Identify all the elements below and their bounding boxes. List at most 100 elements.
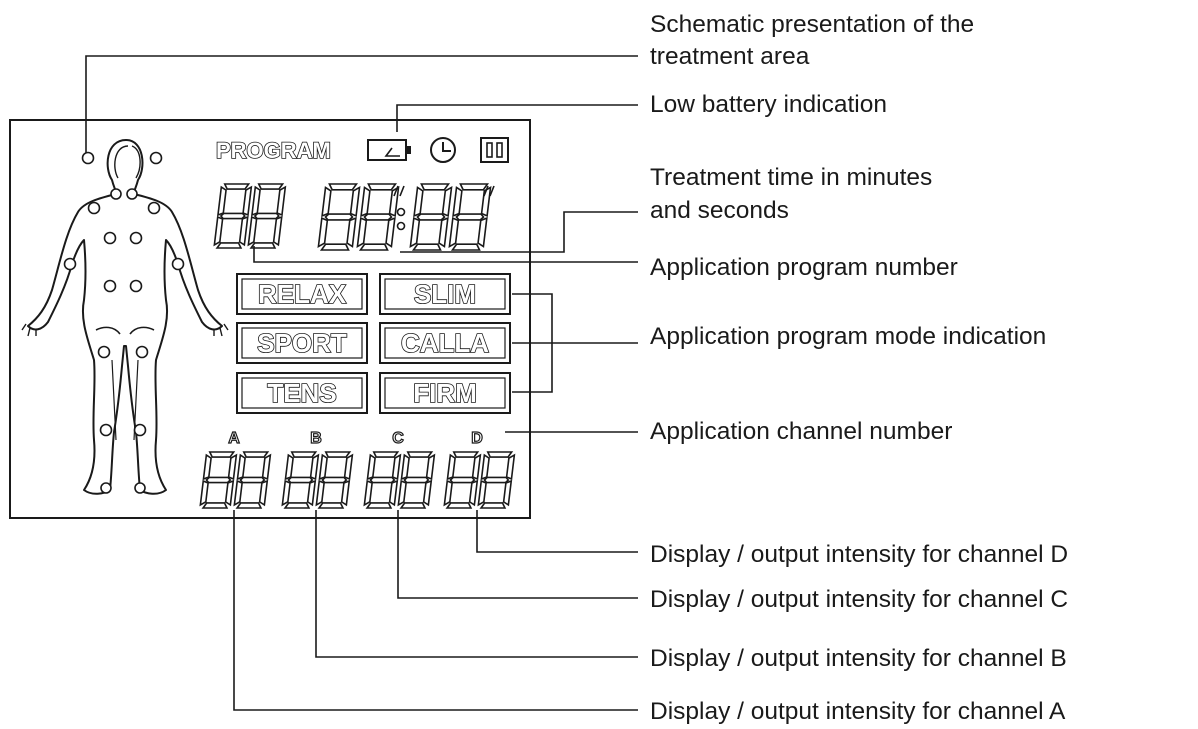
program-digit [213, 183, 253, 249]
digit-segment [449, 476, 476, 484]
digit-segment [505, 453, 516, 481]
digit-segment [360, 186, 371, 218]
channel-c-label: C [392, 430, 404, 447]
digit-segment [369, 476, 396, 484]
mode-slim: SLIM [414, 279, 476, 309]
digit-segment [455, 213, 485, 221]
digit-segment [385, 216, 396, 248]
digit-segment [223, 183, 251, 190]
treatment-dot [103, 279, 117, 293]
digit-segment [287, 476, 314, 484]
minutes-digit [317, 183, 361, 251]
treatment-dot [100, 482, 112, 494]
digit-segment [450, 243, 481, 251]
mode-tens-box: TENS [236, 372, 368, 414]
digit-segment [409, 217, 421, 248]
digit-segment [219, 212, 246, 220]
digit-segment [201, 502, 229, 509]
digit-segment [319, 243, 350, 251]
digit-segment [328, 183, 359, 191]
leader-treatment-area [85, 55, 638, 153]
mode-relax: RELAX [258, 279, 347, 309]
treatment-dot [81, 151, 95, 165]
digit-segment [367, 183, 398, 191]
digit-segment [443, 479, 453, 507]
digit-segment [416, 213, 446, 221]
digit-segment [349, 186, 361, 217]
digit-segment [477, 216, 488, 248]
digit-segment [400, 453, 410, 481]
digit-segment [205, 476, 232, 484]
digit-segment [315, 479, 325, 507]
channel-d-digit [443, 451, 482, 509]
leader-intensity-b [315, 510, 638, 658]
treatment-dot [129, 279, 143, 293]
digit-segment [448, 217, 460, 248]
digit-segment [388, 479, 399, 507]
treatment-dot [110, 188, 122, 200]
digit-segment [479, 502, 507, 509]
digit-segment [249, 242, 277, 249]
treatment-dot [129, 231, 143, 245]
digit-segment [324, 451, 352, 458]
channel-a-digit [233, 451, 272, 509]
battery-icon [367, 139, 411, 161]
digit-segment [215, 242, 243, 249]
annotation-intensity-d: Display / output intensity for channel D [650, 541, 1069, 568]
treatment-dot [126, 188, 138, 200]
digit-segment [281, 479, 291, 507]
digit-segment [358, 243, 389, 251]
digit-segment [486, 451, 514, 458]
treatment-dot [135, 345, 149, 359]
digit-segment [238, 215, 249, 247]
seconds-digit [409, 183, 453, 251]
digit-segment [261, 453, 272, 481]
treatment-dot [97, 345, 111, 359]
digit-segment [321, 476, 348, 484]
digit-segment [321, 186, 332, 218]
mode-firm: FIRM [413, 378, 477, 408]
annotation-treatment-time-line2: and seconds [650, 197, 789, 224]
annotation-treatment-area-line1: Schematic presentation of the [650, 11, 975, 38]
mode-tens: TENS [267, 378, 336, 408]
digit-segment [438, 216, 449, 248]
channel-d-label: D [471, 430, 483, 447]
digit-segment [247, 215, 258, 247]
channel-a-digit [199, 451, 238, 509]
digit-segment [324, 213, 354, 221]
digit-segment [413, 186, 424, 218]
digit-segment [397, 479, 407, 507]
mode-calla: CALLA [401, 328, 489, 358]
digit-segment [242, 451, 270, 458]
digit-segment [388, 186, 400, 217]
annotation-program-number: Application program number [650, 254, 958, 281]
digit-segment [471, 453, 482, 481]
digit-segment [365, 502, 393, 509]
digit-segment [411, 243, 442, 251]
digit-segment [290, 451, 318, 458]
mode-sport-box: SPORT [236, 322, 368, 364]
digit-segment [422, 479, 433, 507]
annotation-low-battery: Low battery indication [650, 91, 887, 118]
digit-segment [284, 453, 294, 481]
digit-segment [309, 453, 320, 481]
digit-segment [283, 502, 311, 509]
digit-segment [202, 453, 212, 481]
annotation-intensity-a: Display / output intensity for channel A [650, 698, 1066, 725]
channel-b-label: B [310, 430, 322, 447]
treatment-dot [87, 201, 101, 215]
digit-segment [318, 453, 328, 481]
segment-digits [199, 183, 516, 509]
digit-segment [242, 185, 253, 217]
digit-segment [366, 453, 376, 481]
treatment-dot [103, 231, 117, 245]
digit-segment [363, 479, 373, 507]
digit-segment [276, 185, 287, 217]
digit-segment [452, 451, 480, 458]
digit-segment [441, 186, 453, 217]
channel-b-digit [315, 451, 354, 509]
digit-segment [306, 479, 317, 507]
leader-program-number [253, 246, 638, 263]
digit-segment [258, 479, 269, 507]
treatment-dot [171, 257, 185, 271]
